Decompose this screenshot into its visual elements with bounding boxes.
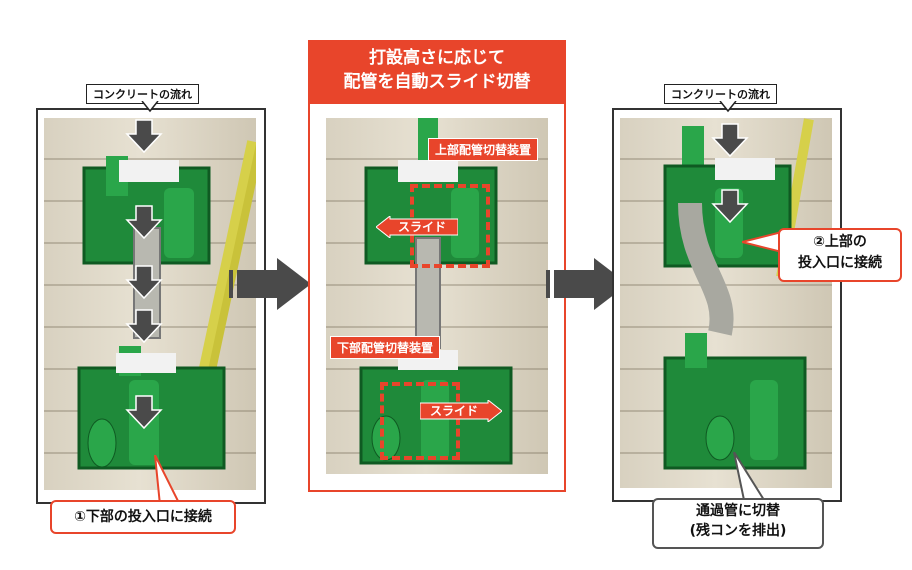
banner-line-2: 配管を自動スライド切替 [343, 72, 531, 92]
lower-device-label: 下部配管切替装置 [330, 336, 441, 359]
right-flow-label-pointer [719, 101, 737, 113]
slide-left-arrow [376, 216, 458, 238]
right-callout-line-2: 投入口に接続 [798, 255, 882, 271]
right-flow-label: コンクリートの流れ [664, 84, 777, 104]
right-bottom-line-1: 通過管に切替 [696, 503, 780, 519]
slide-right-arrow [420, 400, 502, 422]
left-callout: ①下部の投入口に接続 [50, 500, 236, 534]
arrow-right-2 [546, 258, 628, 310]
right-bottom-callout: 通過管に切替 (残コンを排出) [652, 498, 824, 549]
upper-device-label: 上部配管切替装置 [428, 138, 539, 161]
left-machine-illustration [77, 119, 256, 470]
right-photo [620, 118, 832, 488]
left-callout-leader [154, 455, 182, 505]
right-machine-illustration [663, 118, 814, 470]
left-flow-label: コンクリートの流れ [86, 84, 199, 104]
slide-right-label: スライド [429, 404, 478, 418]
slide-left-label: スライド [397, 220, 446, 234]
right-callout-line-1: ②上部の [813, 234, 867, 250]
arrow-right-1 [229, 258, 311, 310]
right-callout-leader [742, 230, 782, 254]
middle-banner: 打設高さに応じて 配管を自動スライド切替 [310, 42, 564, 104]
right-bottom-leader [733, 452, 766, 501]
lower-device-highlight [380, 382, 460, 460]
banner-line-1: 打設高さに応じて [369, 48, 505, 68]
right-callout: ②上部の 投入口に接続 [778, 228, 902, 282]
left-flow-label-pointer [141, 101, 159, 113]
right-bottom-line-2: (残コンを排出) [689, 523, 787, 539]
left-photo [44, 118, 256, 490]
